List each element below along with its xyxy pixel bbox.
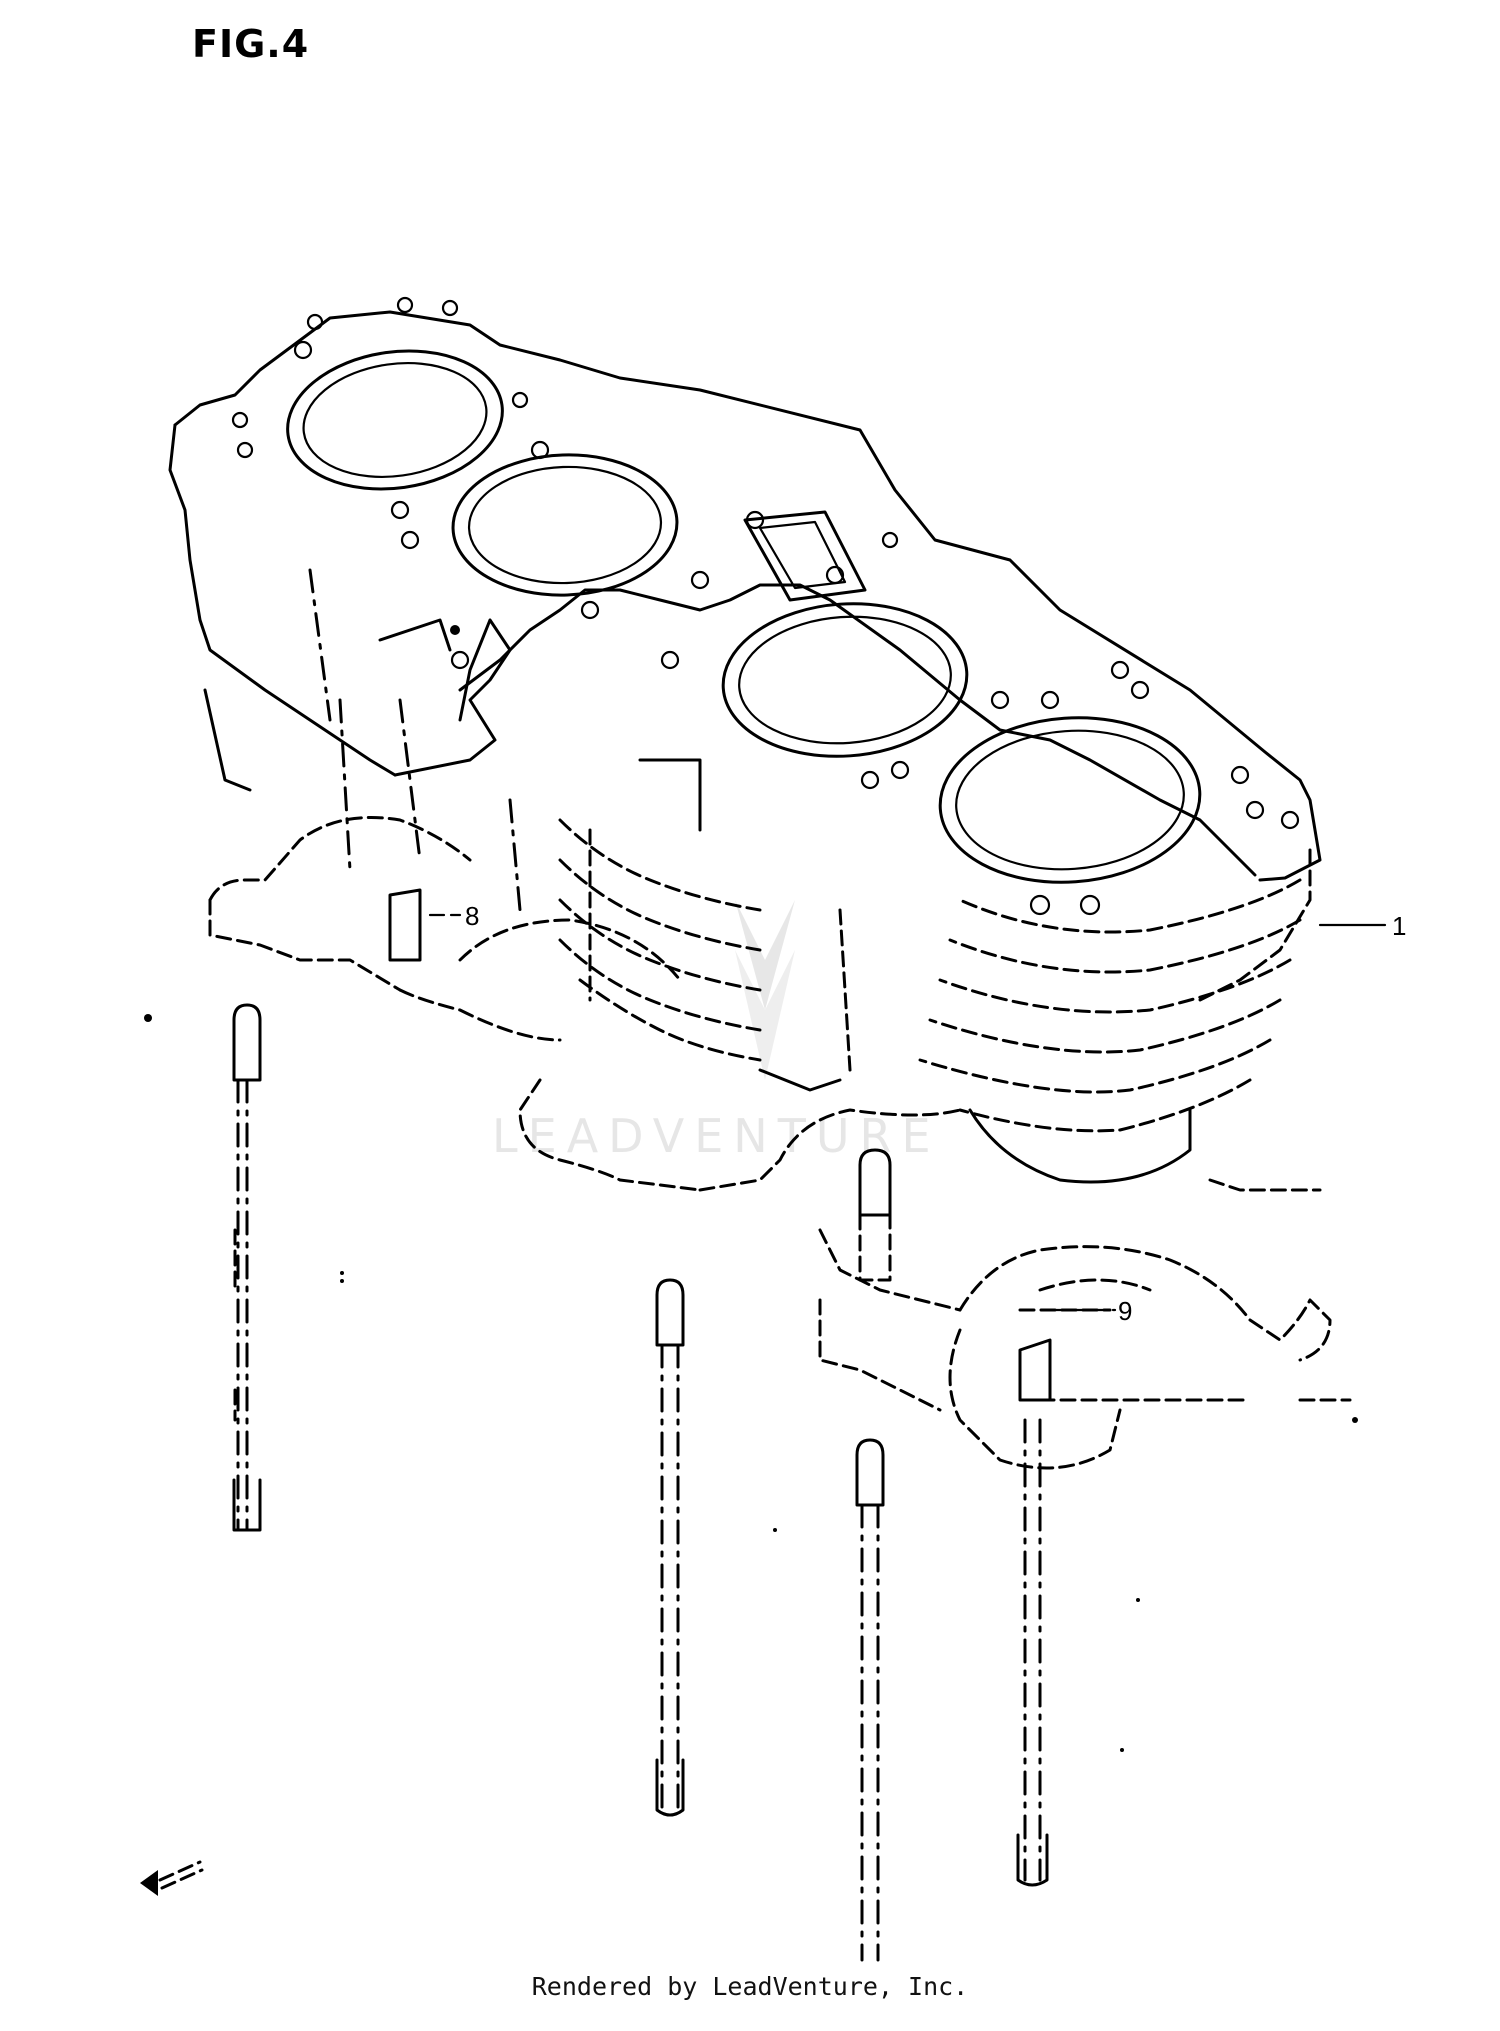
watermark-logo bbox=[735, 900, 795, 1080]
stud-holes bbox=[231, 296, 1300, 916]
callout-8: 8 bbox=[465, 901, 479, 931]
base-gasket bbox=[208, 816, 1352, 1470]
callouts: 1 8 9 bbox=[428, 901, 1406, 1326]
callout-9: 9 bbox=[1118, 1296, 1132, 1326]
figure-title: FIG.4 bbox=[192, 22, 310, 66]
dowel-pins bbox=[388, 888, 1052, 1402]
stud-bolts bbox=[232, 1003, 1049, 1962]
cylinder-bores bbox=[286, 349, 1202, 884]
watermark-text: LEADVENTURE bbox=[492, 1109, 941, 1163]
render-credit: Rendered by LeadVenture, Inc. bbox=[531, 1972, 969, 2001]
callout-1: 1 bbox=[1392, 911, 1406, 941]
front-direction-arrow bbox=[140, 1860, 204, 1896]
scan-specks bbox=[144, 625, 1358, 1752]
